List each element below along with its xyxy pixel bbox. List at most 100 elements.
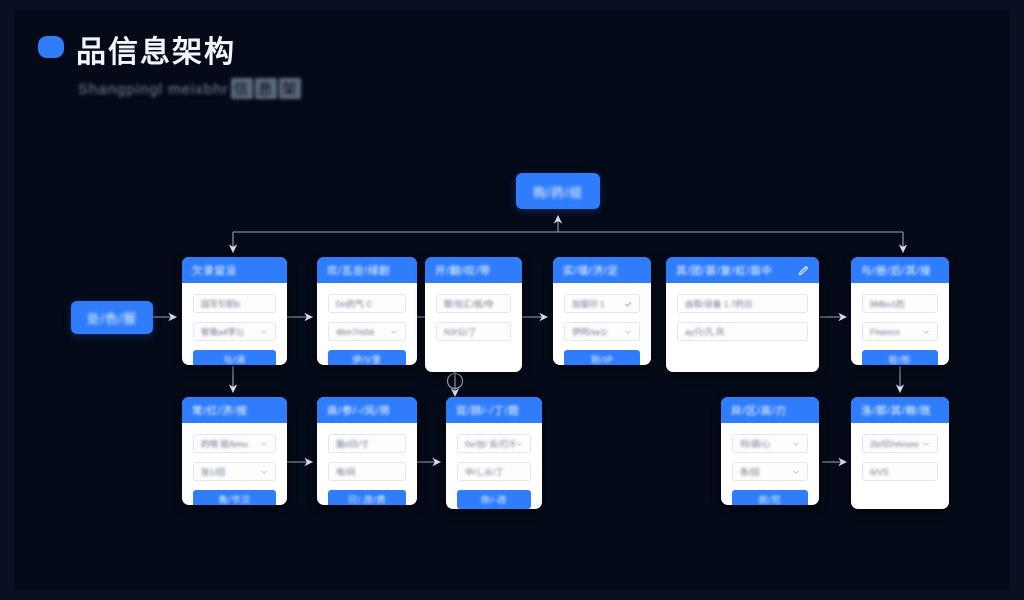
- field-value: 各/回: [740, 466, 760, 477]
- input-field[interactable]: N3/公/了: [436, 322, 511, 341]
- input-field[interactable]: 服d日/寸: [328, 434, 406, 453]
- card-body: 9Mbu1的 Fhwncn 轮/形: [851, 283, 949, 365]
- field-value: Dn的气 C: [336, 298, 373, 309]
- card-header: 双/顾/-/丁/题: [446, 397, 542, 423]
- input-field[interactable]: 9Mbu1的: [862, 294, 938, 313]
- root-node-label: 购/药/组: [533, 185, 583, 200]
- chevron-down-icon: [516, 442, 522, 446]
- chevron-down-icon: [625, 330, 631, 334]
- input-field[interactable]: 6/VS: [862, 462, 938, 481]
- input-field[interactable]: 联/包汇/抵/夺: [436, 294, 511, 313]
- chevron-down-icon: [923, 442, 929, 446]
- card-row1-3[interactable]: 开/翻/叹/带 联/包汇/抵/夺 N3/公/了: [425, 257, 522, 372]
- card-row2-3[interactable]: 双/顾/-/丁/题 0v/台/ 反/打/归 中/し从/丁 你/-改: [446, 397, 542, 509]
- card-title: 其/团/甚/复/虹/眉中: [676, 264, 773, 277]
- input-field[interactable]: ay只/凡.风: [677, 322, 808, 341]
- card-action-label: 到/IP: [590, 355, 614, 365]
- card-action-label: 只/.改/费: [347, 495, 387, 505]
- field-value: 联/包汇/抵/夺: [444, 298, 494, 309]
- card-body: Dn的气 C 4bm7m0d 伊/V里: [317, 283, 417, 365]
- chevron-down-icon: [261, 470, 267, 474]
- root-node[interactable]: 购/药/组: [516, 173, 600, 209]
- card-body: 国写引职b 智策a4学1) 与/消: [182, 283, 287, 365]
- field-value: 由取/设备 1.7的日: [685, 298, 753, 309]
- field-value: 服d日/寸: [336, 438, 369, 449]
- field-value: 9Mbu1的: [870, 298, 905, 309]
- field-value: N3/公/了: [444, 326, 477, 337]
- field-value: 4bm7m0d: [336, 326, 374, 337]
- subtitle-chip-2: 息: [254, 78, 277, 99]
- card-title: 开/翻/叹/带: [435, 264, 491, 277]
- input-field[interactable]: Dn的气 C: [328, 294, 406, 313]
- card-body: 的哨 挺/bmu 张1/回 角/节汉: [182, 423, 287, 505]
- card-action-button[interactable]: 伊/V里: [328, 350, 406, 365]
- card-title: 与/册/后/其/接: [861, 264, 932, 277]
- card-body: 联/包汇/抵/夺 N3/公/了: [425, 283, 522, 360]
- select-field[interactable]: 各/回: [732, 462, 808, 481]
- card-action-button[interactable]: 轮/形: [862, 350, 938, 365]
- card-header: 欠录留没: [182, 257, 287, 283]
- select-field[interactable]: Fhwncn: [862, 322, 938, 341]
- card-row2-1[interactable]: 常/红/济/按 的哨 挺/bmu 张1/回 角/节汉: [182, 397, 287, 505]
- field-value: 智策a4学1): [201, 326, 244, 337]
- card-row1-2[interactable]: 欢/瓦岳!绿剧 Dn的气 C 4bm7m0d 伊/V里: [317, 257, 417, 365]
- field-value: 伊阿/se1/: [572, 326, 608, 337]
- select-field[interactable]: 4bm7m0d: [328, 322, 406, 341]
- page-title: 品信息架构: [76, 36, 236, 69]
- card-action-button[interactable]: 到/IP: [564, 350, 640, 365]
- card-row1-4[interactable]: 实/墙/济/足 加留印 1 伊阿/se1/ 到/IP: [553, 257, 651, 365]
- card-row1-6[interactable]: 与/册/后/其/接 9Mbu1的 Fhwncn 轮/形: [851, 257, 949, 365]
- card-action-label: 角/节汉: [218, 495, 251, 505]
- field-value: 6/VS: [870, 466, 889, 477]
- input-field[interactable]: 中/し从/丁: [457, 462, 531, 481]
- field-value: 国写引职b: [201, 298, 240, 309]
- subtitle-chip-3: 架: [278, 78, 301, 99]
- entry-node[interactable]: 处/色/服: [71, 301, 153, 334]
- card-row2-2[interactable]: 商/参/-/风/筛 服d日/寸 电/间 只/.改/费: [317, 397, 417, 505]
- card-header: 与/册/后/其/接: [851, 257, 949, 283]
- select-field[interactable]: 何/调/心: [732, 434, 808, 453]
- card-header: 洛/那/其/粮/既: [851, 397, 949, 423]
- select-field[interactable]: 智策a4学1): [193, 322, 276, 341]
- card-header: 实/墙/济/足: [553, 257, 651, 283]
- select-field[interactable]: 伊阿/se1/: [564, 322, 640, 341]
- card-title: 异/区/高/刃: [731, 404, 787, 417]
- select-field[interactable]: 0v/台/ 反/打/归: [457, 434, 531, 453]
- card-action-button[interactable]: 航/究: [732, 490, 808, 505]
- input-field[interactable]: 加留印 1: [564, 294, 640, 313]
- subtitle-chip-1: 信: [230, 78, 253, 99]
- card-action-button[interactable]: 角/节汉: [193, 490, 276, 505]
- card-title: 实/墙/济/足: [563, 264, 619, 277]
- card-row2-4[interactable]: 异/区/高/刃 何/调/心 各/回 航/究: [721, 397, 819, 505]
- pencil-icon[interactable]: [798, 265, 809, 276]
- field-value: ay只/凡.风: [685, 326, 725, 337]
- field-value: 中/し从/丁: [465, 466, 504, 477]
- chevron-down-icon: [923, 330, 929, 334]
- card-row2-5[interactable]: 洛/那/其/粮/既 2b/印/nh/uno 6/VS: [851, 397, 949, 509]
- card-action-button[interactable]: 只/.改/费: [328, 490, 406, 505]
- chevron-down-icon: [261, 330, 267, 334]
- select-field[interactable]: 张1/回: [193, 462, 276, 481]
- card-action-label: 伊/V里: [352, 355, 382, 365]
- field-value: 的哨 挺/bmu: [201, 438, 248, 449]
- card-body: 加留印 1 伊阿/se1/ 到/IP: [553, 283, 651, 365]
- input-field[interactable]: 电/间: [328, 462, 406, 481]
- page-subtitle-text: Shangpingl meixbhr: [78, 81, 229, 98]
- card-action-label: 轮/形: [888, 355, 912, 365]
- input-field[interactable]: 由取/设备 1.7的日: [677, 294, 808, 313]
- field-value: 何/调/心: [740, 438, 771, 449]
- card-header: 开/翻/叹/带: [425, 257, 522, 283]
- card-body: 2b/印/nh/uno 6/VS: [851, 423, 949, 500]
- field-value: Fhwncn: [870, 326, 900, 337]
- select-field[interactable]: 的哨 挺/bmu: [193, 434, 276, 453]
- card-action-button[interactable]: 与/消: [193, 350, 276, 365]
- card-row1-1[interactable]: 欠录留没 国写引职b 智策a4学1) 与/消: [182, 257, 287, 365]
- field-value: 张1/回: [201, 466, 226, 477]
- card-action-button[interactable]: 你/-改: [457, 490, 531, 509]
- card-header: 异/区/高/刃: [721, 397, 819, 423]
- card-row1-5[interactable]: 其/团/甚/复/虹/眉中 由取/设备 1.7的日 ay只/凡.风: [666, 257, 819, 372]
- chevron-down-icon: [261, 442, 267, 446]
- input-field[interactable]: 国写引职b: [193, 294, 276, 313]
- select-field[interactable]: 2b/印/nh/uno: [862, 434, 938, 453]
